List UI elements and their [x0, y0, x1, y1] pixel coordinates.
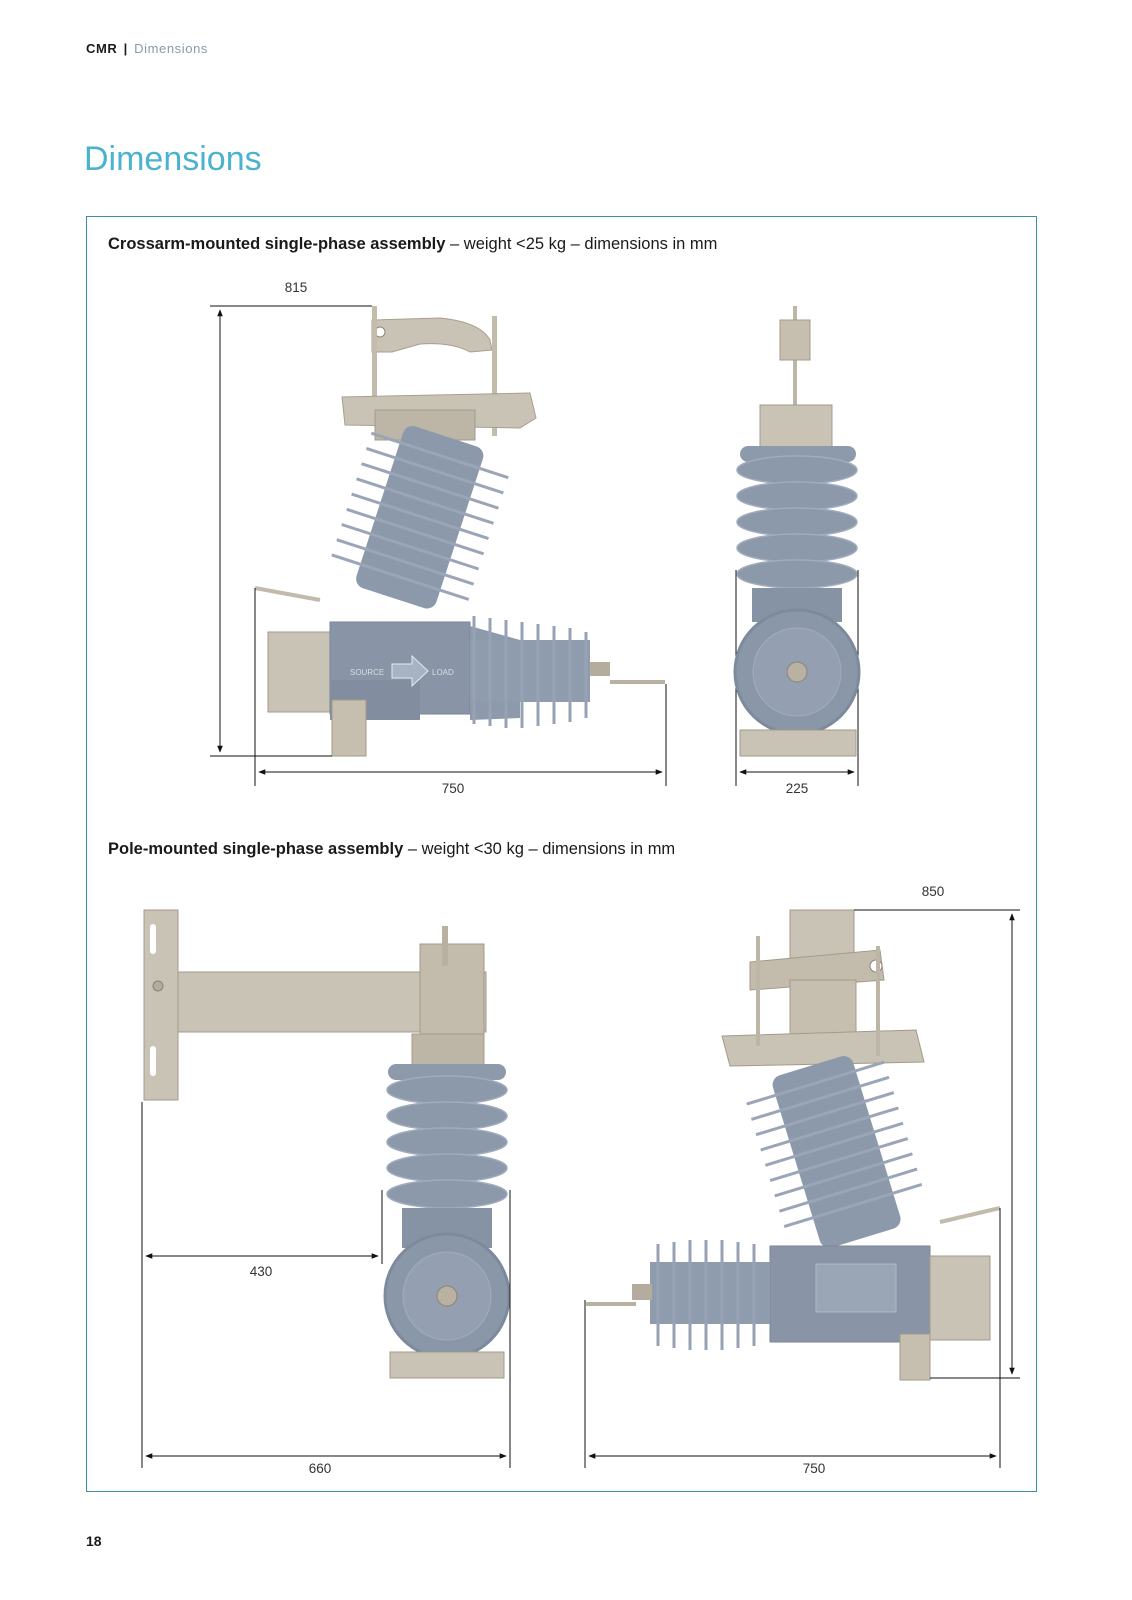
pole-side-view — [586, 909, 1001, 1381]
dim-pole-width-front: 660 — [308, 1461, 332, 1476]
breadcrumb-separator: | — [123, 41, 128, 56]
dim-pole-height: 850 — [921, 884, 945, 899]
source-label: SOURCE — [350, 668, 384, 677]
dim-crossarm-width-side: 750 — [441, 781, 465, 796]
crossarm-caption: Crossarm-mounted single-phase assembly –… — [108, 235, 717, 254]
crossarm-caption-rest: – weight <25 kg – dimensions in mm — [445, 235, 718, 253]
pole-front-view — [143, 909, 511, 1379]
page-title: Dimensions — [84, 140, 262, 178]
breadcrumb: CMR | Dimensions — [86, 41, 208, 56]
figure-frame — [86, 216, 1037, 1492]
pole-caption-bold: Pole-mounted single-phase assembly — [108, 840, 404, 858]
crossarm-caption-bold: Crossarm-mounted single-phase assembly — [108, 235, 446, 253]
dim-pole-width-side: 750 — [802, 1461, 826, 1476]
pole-caption-rest: – weight <30 kg – dimensions in mm — [403, 840, 676, 858]
page-number: 18 — [86, 1533, 102, 1549]
dim-crossarm-width-front: 225 — [785, 781, 809, 796]
dim-crossarm-height: 815 — [284, 280, 308, 295]
breadcrumb-section: Dimensions — [134, 41, 209, 56]
pole-caption: Pole-mounted single-phase assembly – wei… — [108, 840, 675, 859]
doc-code: CMR — [86, 41, 118, 56]
load-label: LOAD — [432, 668, 454, 677]
dim-pole-offset: 430 — [249, 1264, 273, 1279]
crossarm-side-view: SOURCE LOAD — [254, 306, 665, 757]
crossarm-front-view — [733, 306, 861, 757]
